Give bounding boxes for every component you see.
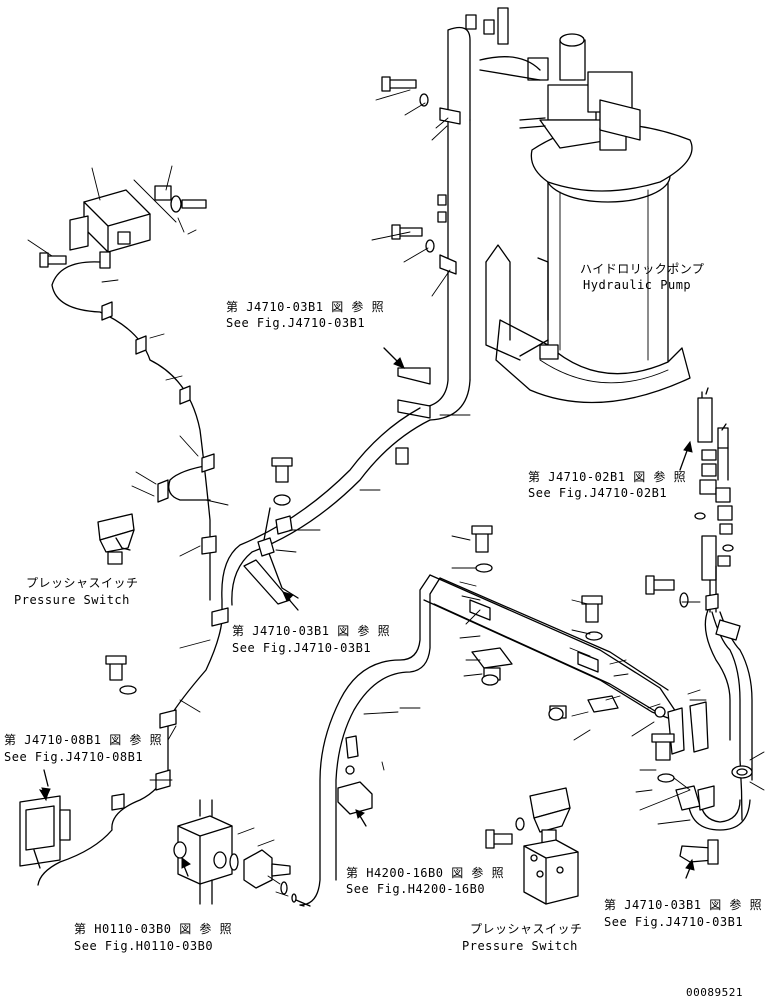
pressure-switch-right-drawing — [485, 787, 579, 905]
callout-h0110-03b0-jp: 第 H0110-03B0 図 参 照 — [74, 922, 233, 936]
harness-lower-left — [19, 607, 229, 886]
pump-hoses — [221, 7, 541, 621]
right-hoses — [639, 387, 765, 865]
pressure-switch-right-label-jp: プレッシャスイッチ — [470, 922, 583, 936]
callout-j4710-03b1-mid-jp: 第 J4710-03B1 図 参 照 — [232, 624, 391, 638]
pressure-switch-right-label-en: Pressure Switch — [462, 939, 578, 953]
callout-j4710-02b1-en: See Fig.J4710-02B1 — [528, 486, 668, 500]
hydraulic-pump-label-jp: ハイドロリックポンプ — [580, 262, 705, 276]
callout-j4710-03b1-bot-jp: 第 J4710-03B1 図 参 照 — [604, 898, 763, 912]
callout-h0110-03b0-en: See Fig.H0110-03B0 — [74, 939, 214, 953]
harness-left — [27, 165, 229, 601]
hydraulic-pump-drawing — [485, 33, 693, 404]
callout-j4710-03b1-bot-en: See Fig.J4710-03B1 — [604, 915, 744, 929]
callout-j4710-08b1-jp: 第 J4710-08B1 図 参 照 — [4, 733, 163, 747]
callout-j4710-02b1-jp: 第 J4710-02B1 図 参 照 — [528, 470, 687, 484]
callout-j4710-03b1-top-en: See Fig.J4710-03B1 — [226, 316, 366, 330]
callout-j4710-03b1-mid-en: See Fig.J4710-03B1 — [232, 641, 372, 655]
callout-h4200-16b0-jp: 第 H4200-16B0 図 参 照 — [346, 866, 505, 880]
reference-arrows — [41, 347, 695, 879]
callout-h4200-16b0-en: See Fig.H4200-16B0 — [346, 882, 486, 896]
center-bracket — [243, 457, 321, 605]
pressure-switch-left-label-jp: プレッシャスイッチ — [26, 576, 139, 590]
hydraulic-pump-label-en: Hydraulic Pump — [583, 278, 692, 292]
tube-assembly — [299, 525, 709, 906]
callout-j4710-03b1-top-jp: 第 J4710-03B1 図 参 照 — [226, 300, 385, 314]
bottom-fittings — [173, 799, 311, 907]
drawing-number: 00089521 — [686, 986, 743, 999]
leader-lines-top — [359, 89, 471, 491]
callout-j4710-08b1-en: See Fig.J4710-08B1 — [4, 750, 144, 764]
pressure-switch-left-label-en: Pressure Switch — [14, 593, 130, 607]
